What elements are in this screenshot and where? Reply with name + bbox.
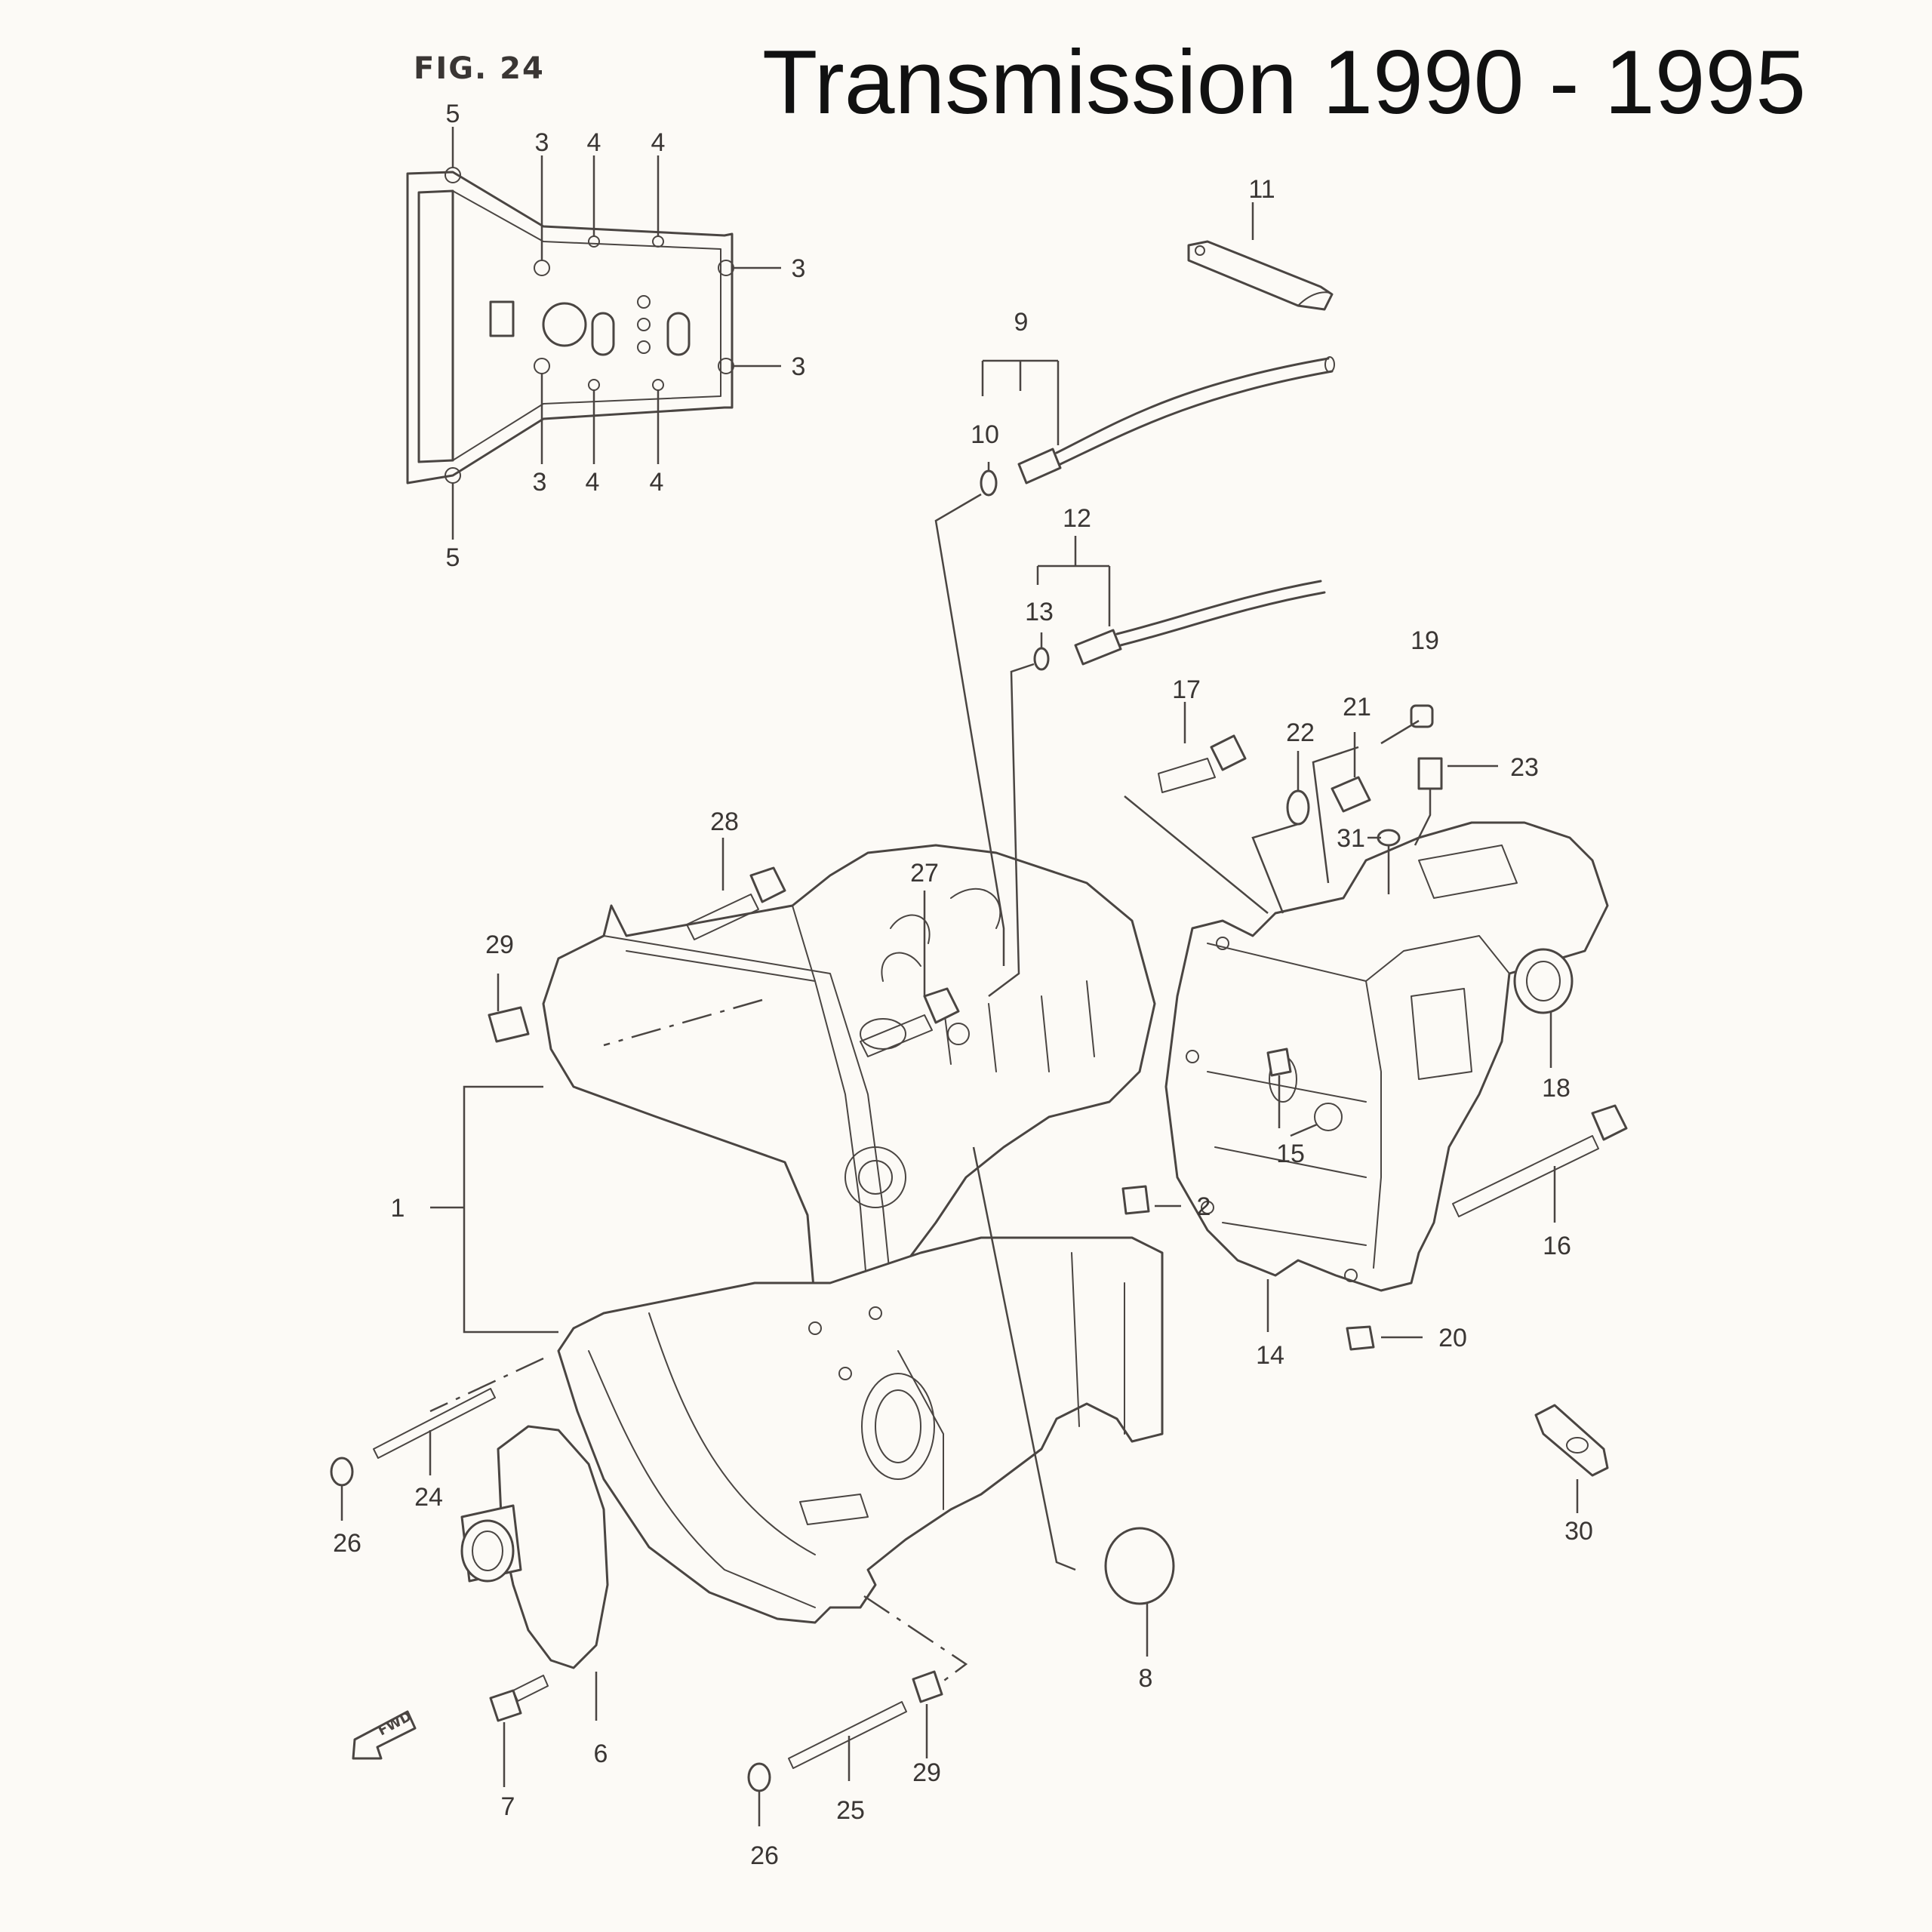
callout-2: 2 [1197, 1192, 1211, 1221]
callout-21: 21 [1343, 693, 1371, 721]
callout-13: 13 [1025, 598, 1054, 626]
callout-20: 20 [1438, 1324, 1467, 1352]
diagram-title: Transmission 1990 - 1995 [762, 32, 1806, 133]
callout-24: 24 [414, 1483, 443, 1512]
callout-14: 14 [1256, 1341, 1284, 1370]
callout-26b: 26 [750, 1841, 779, 1870]
figure-label: FIG. 24 [414, 51, 545, 86]
callout-6: 6 [594, 1740, 608, 1768]
callout-gasket-bottom-3: 3 [533, 468, 547, 497]
callout-18: 18 [1542, 1074, 1571, 1103]
gasket-drawing [406, 127, 781, 540]
callout-1: 1 [391, 1194, 405, 1223]
callout-12: 12 [1063, 504, 1091, 533]
callout-28: 28 [710, 808, 739, 836]
callout-29b: 29 [912, 1758, 941, 1787]
callout-gasket-top-4b: 4 [651, 128, 666, 157]
fwd-arrow-icon [352, 1710, 417, 1760]
callout-23: 23 [1510, 753, 1539, 782]
callout-27: 27 [910, 859, 939, 888]
callout-29a: 29 [485, 931, 514, 959]
callout-gasket-top-3: 3 [535, 128, 549, 157]
callout-labels: 5 3 4 4 3 3 3 4 4 5 1 2 6 7 8 9 10 11 12… [333, 100, 1593, 1870]
callout-16: 16 [1543, 1232, 1571, 1260]
callout-31: 31 [1337, 824, 1365, 853]
callout-8: 8 [1139, 1664, 1153, 1693]
callout-22: 22 [1286, 718, 1315, 747]
leader-lines [340, 202, 1579, 1826]
extension-housing [1164, 821, 1609, 1292]
callout-gasket-right-3a: 3 [792, 254, 806, 283]
callout-11: 11 [1248, 175, 1275, 204]
callout-25: 25 [836, 1796, 865, 1825]
callout-10: 10 [971, 420, 999, 449]
callout-15: 15 [1276, 1140, 1305, 1168]
callout-7: 7 [501, 1792, 515, 1821]
callout-30: 30 [1564, 1517, 1593, 1546]
small-parts: FWD [330, 240, 1628, 1792]
callout-gasket-top-5: 5 [446, 100, 460, 128]
callout-gasket-bottom-4b: 4 [650, 468, 664, 497]
callout-gasket-right-3b: 3 [792, 352, 806, 381]
callout-9: 9 [1014, 308, 1029, 337]
callout-gasket-bottom-4a: 4 [586, 468, 600, 497]
callout-gasket-top-4a: 4 [587, 128, 601, 157]
callout-26a: 26 [333, 1529, 361, 1558]
callout-19: 19 [1411, 626, 1439, 655]
callout-17: 17 [1172, 675, 1201, 704]
callout-gasket-bottom-5: 5 [446, 543, 460, 572]
